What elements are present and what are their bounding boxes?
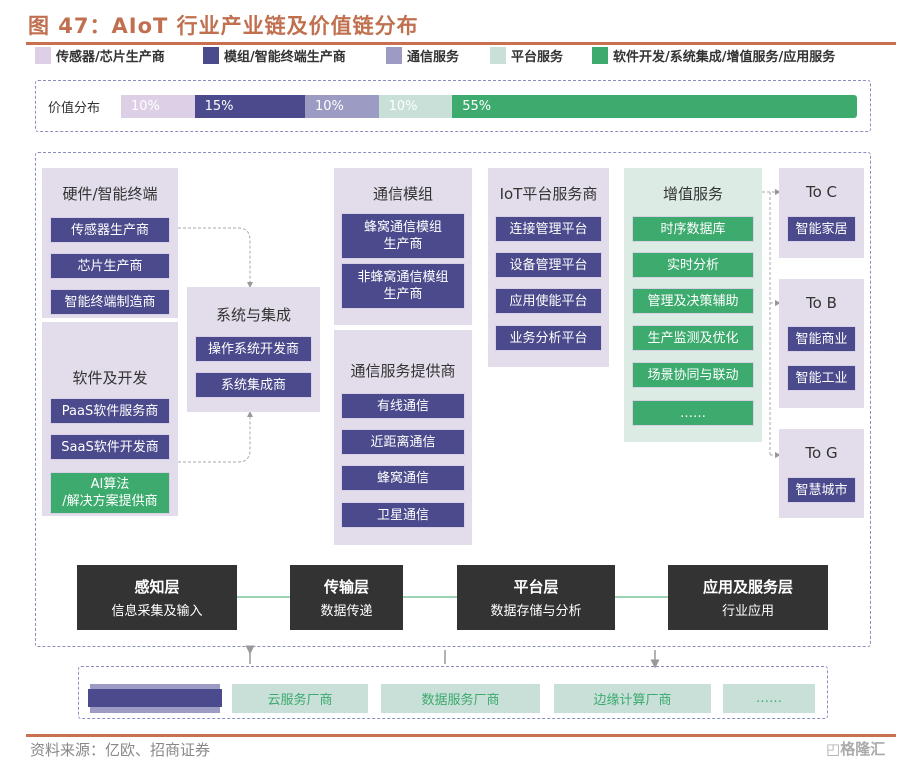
panel-item: 非蜂窝通信模组 生产商 <box>341 263 465 309</box>
panel-7: To C 智能家居 <box>779 168 864 258</box>
legend-label: 通信服务 <box>407 50 460 65</box>
layer-desc: 信息采集及输入 <box>111 604 203 619</box>
panel-item: 智慧城市 <box>787 477 856 503</box>
panel-6: 增值服务时序数据库实时分析管理及决策辅助生产监测及优化场景协同与联动 …… <box>624 168 762 442</box>
panel-item: 生产监测及优化 <box>632 325 754 351</box>
legend-item: 模组/智能终端生产商 <box>203 46 346 65</box>
legend-swatch <box>35 47 51 64</box>
legend-label: 软件开发/系统集成/增值服务/应用服务 <box>613 50 836 65</box>
panel-9: To G 智慧城市 <box>779 429 864 518</box>
legend-label: 传感器/芯片生产商 <box>56 50 165 65</box>
layer-name: 感知层 <box>134 578 180 596</box>
panel-item: 近距离通信 <box>341 429 465 455</box>
legend-label: 模组/智能终端生产商 <box>224 50 346 65</box>
figure-title: 图 47：AIoT 行业产业链及价值链分布 <box>28 14 419 38</box>
value-segment: 10% <box>305 95 379 118</box>
panel-item: 蜂窝通信模组 生产商 <box>341 213 465 259</box>
panel-title: 通信模组 <box>372 185 433 203</box>
panel-item: PaaS软件服务商 <box>50 398 170 424</box>
panel-item: 卫星通信 <box>341 502 465 528</box>
panel-item: 有线通信 <box>341 393 465 419</box>
value-segment: 10% <box>121 95 195 118</box>
value-bar-label: 价值分布 <box>48 101 101 116</box>
panel-item: 智能工业 <box>787 365 856 391</box>
layer-1: 传输层数据传递 <box>290 565 403 630</box>
panel-item: 芯片生产商 <box>50 253 170 279</box>
footer-rule <box>26 734 896 737</box>
panel-title: 软件及开发 <box>72 369 148 387</box>
legend-item: 平台服务 <box>490 46 563 65</box>
panel-item: 设备管理平台 <box>495 252 602 278</box>
panel-0: 硬件/智能终端传感器生产商芯片生产商智能终端制造商 <box>42 168 178 318</box>
panel-title: IoT平台服务商 <box>499 185 598 203</box>
panel-item: 操作系统开发商 <box>195 336 312 362</box>
panel-title: To C <box>805 183 838 201</box>
layer-desc: 行业应用 <box>721 604 774 619</box>
panel-item: AI算法 /解决方案提供商 <box>50 472 170 514</box>
panel-item: 智能终端制造商 <box>50 289 170 315</box>
panel-item: 连接管理平台 <box>495 216 602 242</box>
bottom-vendor-item: 边缘计算厂商 <box>554 684 711 713</box>
legend-swatch <box>592 47 608 64</box>
layer-2: 平台层数据存储与分析 <box>457 565 615 630</box>
panel-item: 智能家居 <box>787 216 856 242</box>
panel-title: 系统与集成 <box>215 306 291 324</box>
value-bar-box <box>35 80 871 132</box>
legend-swatch <box>203 47 219 64</box>
panel-title: To G <box>805 444 838 462</box>
bottom-hardware-block <box>88 684 222 713</box>
value-segment: 55% <box>452 95 857 118</box>
layer-desc: 数据存储与分析 <box>490 604 582 619</box>
panel-8: To B 智能商业智能工业 <box>779 279 864 408</box>
legend-label: 平台服务 <box>511 50 564 65</box>
bottom-box <box>78 666 828 719</box>
watermark-logo: ◰格隆汇 <box>826 740 886 758</box>
legend-item: 通信服务 <box>386 46 459 65</box>
layer-3: 应用及服务层行业应用 <box>668 565 828 630</box>
panel-title: 通信服务提供商 <box>350 362 456 380</box>
panel-5: IoT平台服务商连接管理平台设备管理平台应用使能平台业务分析平台 <box>488 168 609 367</box>
legend-item: 软件开发/系统集成/增值服务/应用服务 <box>592 46 835 65</box>
layer-desc: 数据传递 <box>320 604 373 619</box>
panel-item: 实时分析 <box>632 252 754 278</box>
panel-1: 软件及开发 PaaS软件服务商 SaaS软件开发商 AI算法 /解决方案提供商 <box>42 322 178 516</box>
panel-item: …… <box>632 400 754 426</box>
bottom-vendor-item: …… <box>723 684 815 713</box>
panel-item: 系统集成商 <box>195 372 312 398</box>
title-rule <box>26 42 896 45</box>
layer-name: 传输层 <box>323 578 369 596</box>
legend-item: 传感器/芯片生产商 <box>35 46 165 65</box>
bottom-vendor-item: 数据服务厂商 <box>381 684 540 713</box>
panel-item: 蜂窝通信 <box>341 465 465 491</box>
panel-2: 系统与集成操作系统开发商系统集成商 <box>187 287 320 412</box>
panel-item: 场景协同与联动 <box>632 362 754 388</box>
legend-swatch <box>490 47 506 64</box>
panel-3: 通信模组蜂窝通信模组 生产商非蜂窝通信模组 生产商 <box>334 168 472 325</box>
panel-item: 时序数据库 <box>632 216 754 242</box>
panel-item: 智能商业 <box>787 326 856 352</box>
panel-item: 业务分析平台 <box>495 325 602 351</box>
bottom-vendor-item: 云服务厂商 <box>232 684 368 713</box>
legend-swatch <box>386 47 402 64</box>
panel-item: SaaS软件开发商 <box>50 434 170 460</box>
panel-title: To B <box>806 294 837 312</box>
panel-title: 硬件/智能终端 <box>62 185 158 203</box>
panel-item: 管理及决策辅助 <box>632 288 754 314</box>
panel-item: 应用使能平台 <box>495 288 602 314</box>
source-note: 资料来源：亿欧、招商证券 <box>30 741 211 759</box>
value-segment: 15% <box>194 95 305 118</box>
panel-4: 通信服务提供商有线通信近距离通信蜂窝通信卫星通信 <box>334 330 472 545</box>
panel-item: 传感器生产商 <box>50 217 170 243</box>
layer-0: 感知层信息采集及输入 <box>77 565 237 630</box>
value-segment: 10% <box>378 95 453 118</box>
layer-name: 应用及服务层 <box>702 578 793 596</box>
layer-name: 平台层 <box>513 578 559 596</box>
panel-title: 增值服务 <box>662 185 723 203</box>
